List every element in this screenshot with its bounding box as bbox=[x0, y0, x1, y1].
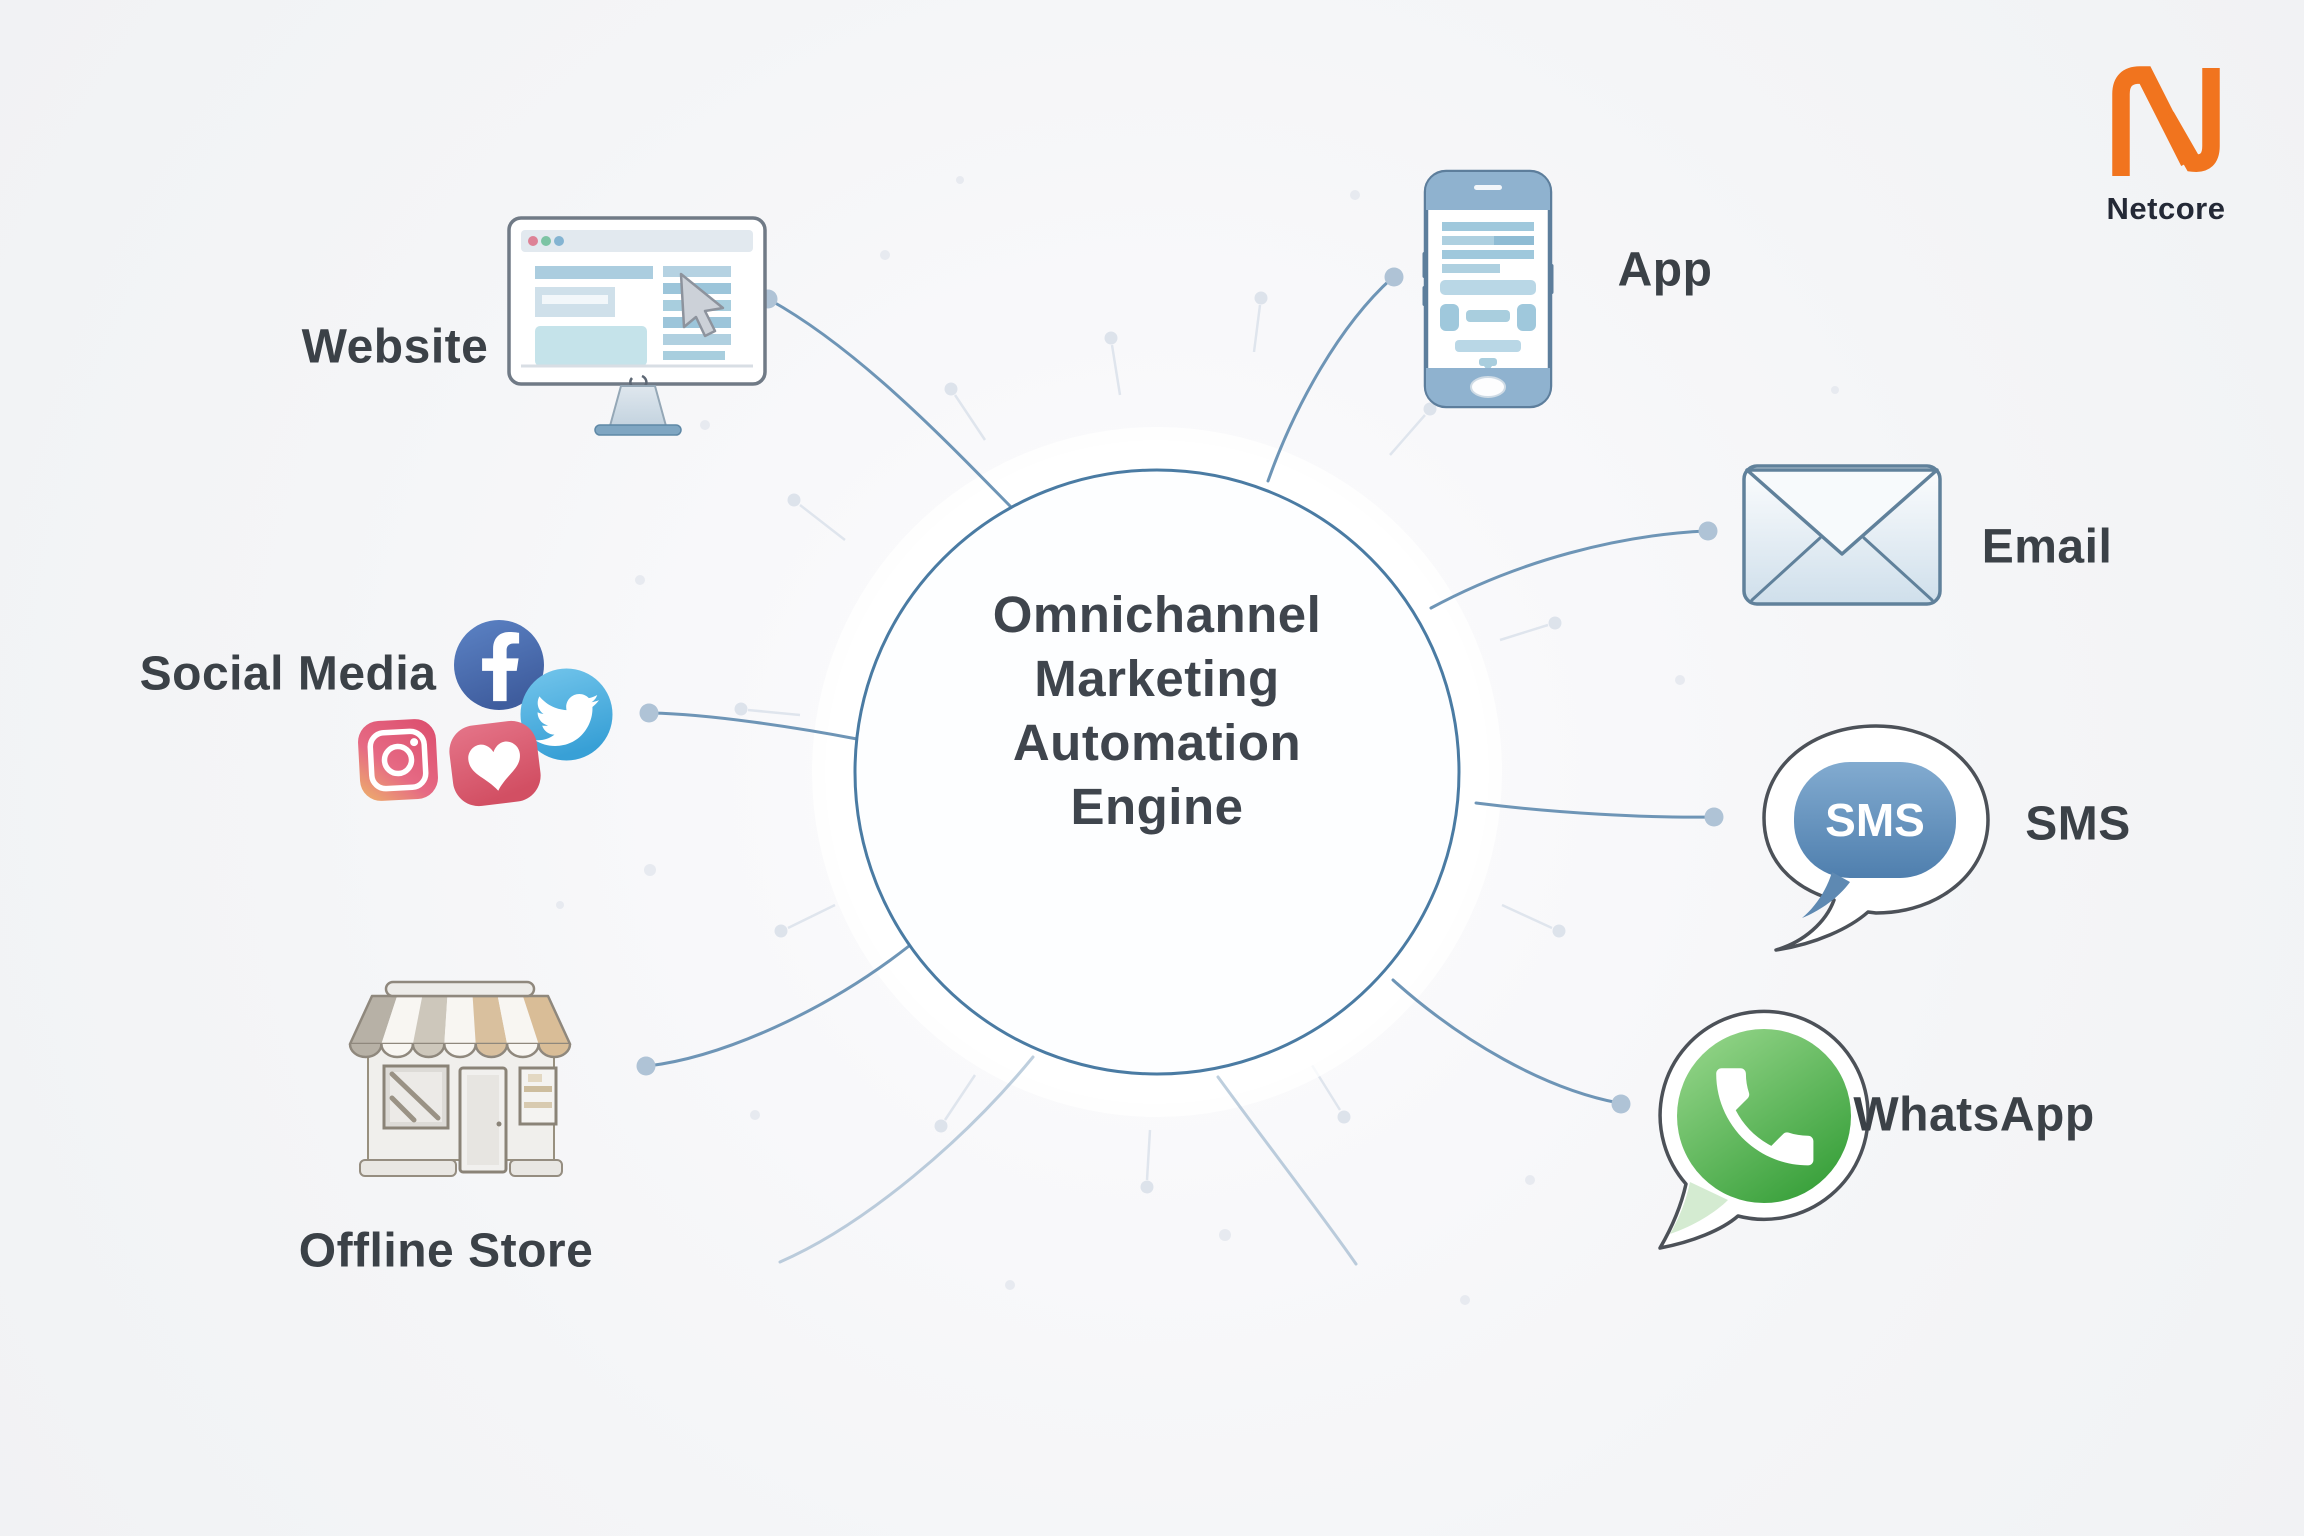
hub-title-line-2: Marketing bbox=[1034, 650, 1280, 707]
hub-title-line-3: Automation bbox=[1012, 714, 1302, 771]
connector-app-dot bbox=[1384, 267, 1404, 287]
connector-lines bbox=[646, 276, 1714, 1266]
cursor-arrow-icon bbox=[679, 272, 725, 338]
connector-email-dot bbox=[1698, 521, 1718, 541]
monitor-stand bbox=[608, 385, 668, 427]
social-media-label: Social Media bbox=[139, 647, 437, 701]
central-hub-title: Omnichannel Marketing Automation Engine bbox=[877, 583, 1437, 839]
background-speckle-dots bbox=[556, 176, 1839, 1305]
sms-bubble-text: SMS bbox=[1825, 794, 1925, 846]
monitor-base bbox=[594, 424, 682, 436]
hub-title-line-4: Engine bbox=[1070, 778, 1244, 835]
connector-offline-line bbox=[646, 944, 911, 1068]
email-label: Email bbox=[1981, 520, 2113, 574]
connector-sms-line bbox=[1474, 801, 1714, 819]
offline-store-icon bbox=[310, 978, 610, 1194]
background-pin-decorations bbox=[734, 291, 1566, 1194]
whatsapp-label: WhatsApp bbox=[1853, 1088, 2095, 1142]
connector-email-line bbox=[1429, 529, 1708, 610]
heart-reaction-icon bbox=[443, 715, 547, 813]
monitor-icon bbox=[507, 216, 767, 436]
app-label: App bbox=[1617, 243, 1713, 297]
sms-bubble-icon: SMS bbox=[1762, 724, 1990, 952]
offline-store-label: Offline Store bbox=[298, 1224, 594, 1278]
storefront-icon bbox=[348, 980, 572, 1177]
netcore-logo-mark bbox=[2112, 66, 2220, 176]
twitter-icon bbox=[518, 666, 615, 763]
sms-label: SMS bbox=[2025, 797, 2131, 851]
facebook-icon bbox=[452, 618, 546, 712]
connector-whatsapp-dot bbox=[1611, 1094, 1631, 1114]
connector-social-line bbox=[649, 711, 859, 741]
website-label: Website bbox=[301, 320, 489, 374]
email-icon bbox=[1740, 462, 1944, 608]
envelope-icon bbox=[1742, 464, 1942, 606]
decorative-spoke-bottom-right bbox=[1216, 1075, 1358, 1266]
connector-website-line bbox=[768, 298, 1014, 510]
connector-offline-dot bbox=[636, 1056, 656, 1076]
netcore-logo: Netcore bbox=[2086, 60, 2246, 227]
instagram-icon bbox=[354, 715, 442, 805]
whatsapp-bubble-icon bbox=[1658, 1009, 1870, 1250]
app-icon bbox=[1422, 168, 1554, 410]
browser-dot-green bbox=[541, 236, 551, 246]
central-hub-circle bbox=[853, 468, 1461, 1076]
connector-social-dot bbox=[639, 703, 659, 723]
sms-icon: SMS bbox=[1746, 720, 2000, 954]
phone-handset-glyph bbox=[1716, 1068, 1814, 1166]
connector-sms-dot bbox=[1704, 807, 1724, 827]
netcore-logo-text: Netcore bbox=[2106, 191, 2226, 226]
smartphone-icon bbox=[1422, 169, 1554, 409]
browser-toolbar bbox=[521, 230, 753, 252]
phone-home-button bbox=[1470, 376, 1506, 398]
connector-whatsapp-line bbox=[1391, 978, 1621, 1105]
whatsapp-icon bbox=[1644, 1002, 1880, 1254]
connector-app-line bbox=[1266, 276, 1394, 483]
browser-dot-red bbox=[528, 236, 538, 246]
decorative-spoke-bottom-left bbox=[778, 1055, 1035, 1264]
hub-title-line-1: Omnichannel bbox=[992, 586, 1322, 643]
website-icon bbox=[505, 214, 773, 436]
browser-dot-blue bbox=[554, 236, 564, 246]
